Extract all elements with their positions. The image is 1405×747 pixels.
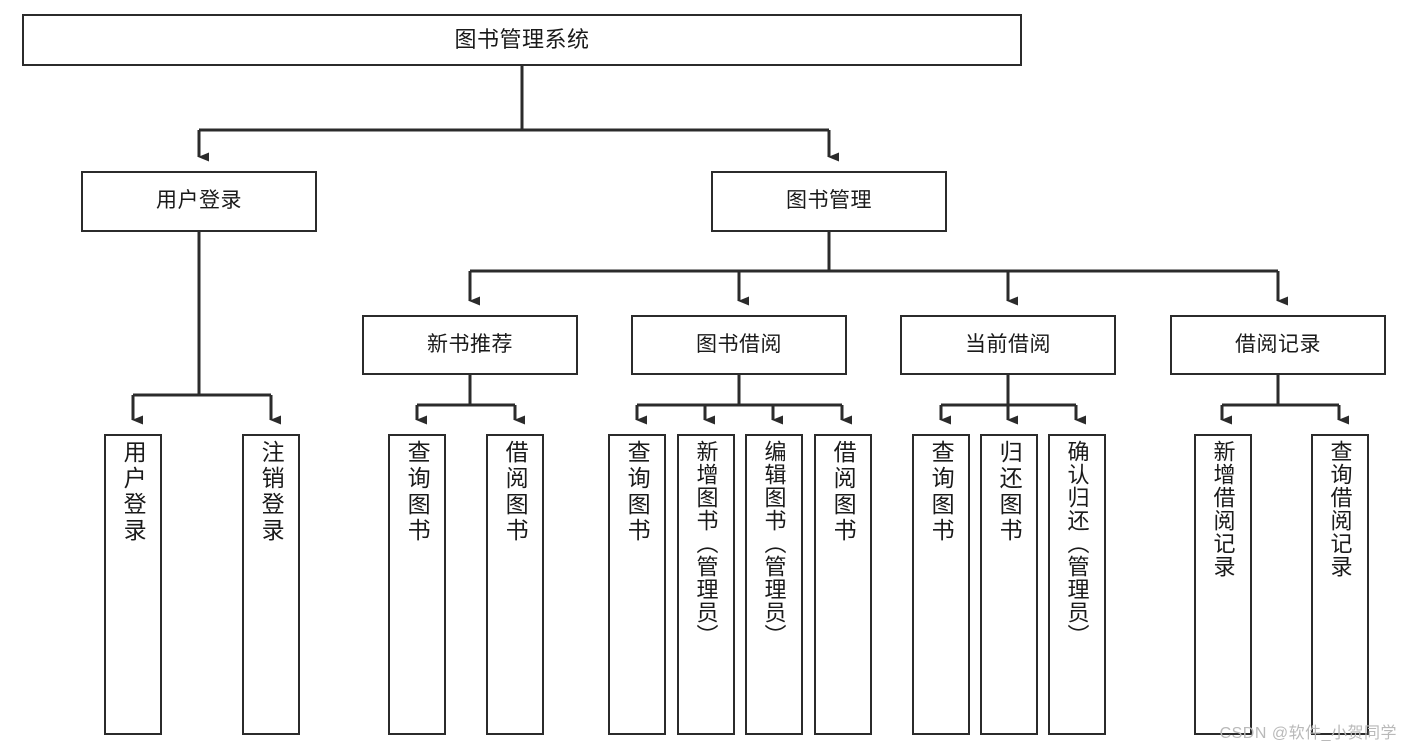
node-label: 确认归还（管理员） [1064,440,1090,647]
node-label: 新书推荐 [427,332,513,356]
node-label: 用户登录 [120,440,147,544]
connectors-user-login-to-leaves [131,232,281,425]
leaf-borrow-book[interactable]: 借阅图书 [814,434,872,735]
connectors-borrow-record-to-leaves [1220,375,1349,425]
leaf-query-borrow-record[interactable]: 查询借阅记录 [1311,434,1369,735]
node-label: 图书借阅 [696,332,782,356]
node-label: 新增图书（管理员） [693,440,719,647]
node-label: 当前借阅 [965,332,1051,356]
leaf-query-book-borrow[interactable]: 查询图书 [608,434,666,735]
node-label: 查询图书 [624,440,651,544]
node-label: 查询图书 [404,440,431,544]
leaf-edit-book-admin[interactable]: 编辑图书（管理员） [745,434,803,735]
leaf-query-book-current[interactable]: 查询图书 [912,434,970,735]
leaf-add-borrow-record[interactable]: 新增借阅记录 [1194,434,1252,735]
node-label: 新增借阅记录 [1210,440,1236,578]
leaf-logout[interactable]: 注销登录 [242,434,300,735]
node-new-book-recommend[interactable]: 新书推荐 [362,315,578,375]
node-label: 查询图书 [928,440,955,544]
connectors-root-to-level2 [197,66,839,162]
leaf-query-book-recommend[interactable]: 查询图书 [388,434,446,735]
node-label: 借阅图书 [502,440,529,544]
connectors-book-manage-to-level3 [468,232,1288,306]
node-label: 注销登录 [258,440,285,544]
node-label: 用户登录 [156,189,242,213]
node-label: 编辑图书（管理员） [761,440,787,647]
node-label: 查询借阅记录 [1327,440,1353,578]
node-label: 图书管理 [786,189,872,213]
node-borrow-record[interactable]: 借阅记录 [1170,315,1386,375]
connectors-current-borrow-to-leaves [939,375,1086,425]
node-label: 借阅图书 [830,440,857,544]
node-label: 借阅记录 [1235,332,1321,356]
leaf-borrow-book-recommend[interactable]: 借阅图书 [486,434,544,735]
node-book-borrow[interactable]: 图书借阅 [631,315,847,375]
connectors-book-borrow-to-leaves [635,375,852,425]
leaf-confirm-return-admin[interactable]: 确认归还（管理员） [1048,434,1106,735]
leaf-user-login[interactable]: 用户登录 [104,434,162,735]
connectors-new-book-rec-to-leaves [415,375,525,425]
node-root-system[interactable]: 图书管理系统 [22,14,1022,66]
leaf-return-book[interactable]: 归还图书 [980,434,1038,735]
node-label: 归还图书 [996,440,1023,544]
node-label: 图书管理系统 [454,27,590,53]
node-user-login[interactable]: 用户登录 [81,171,317,232]
leaf-add-book-admin[interactable]: 新增图书（管理员） [677,434,735,735]
node-book-manage[interactable]: 图书管理 [711,171,947,232]
node-current-borrow[interactable]: 当前借阅 [900,315,1116,375]
